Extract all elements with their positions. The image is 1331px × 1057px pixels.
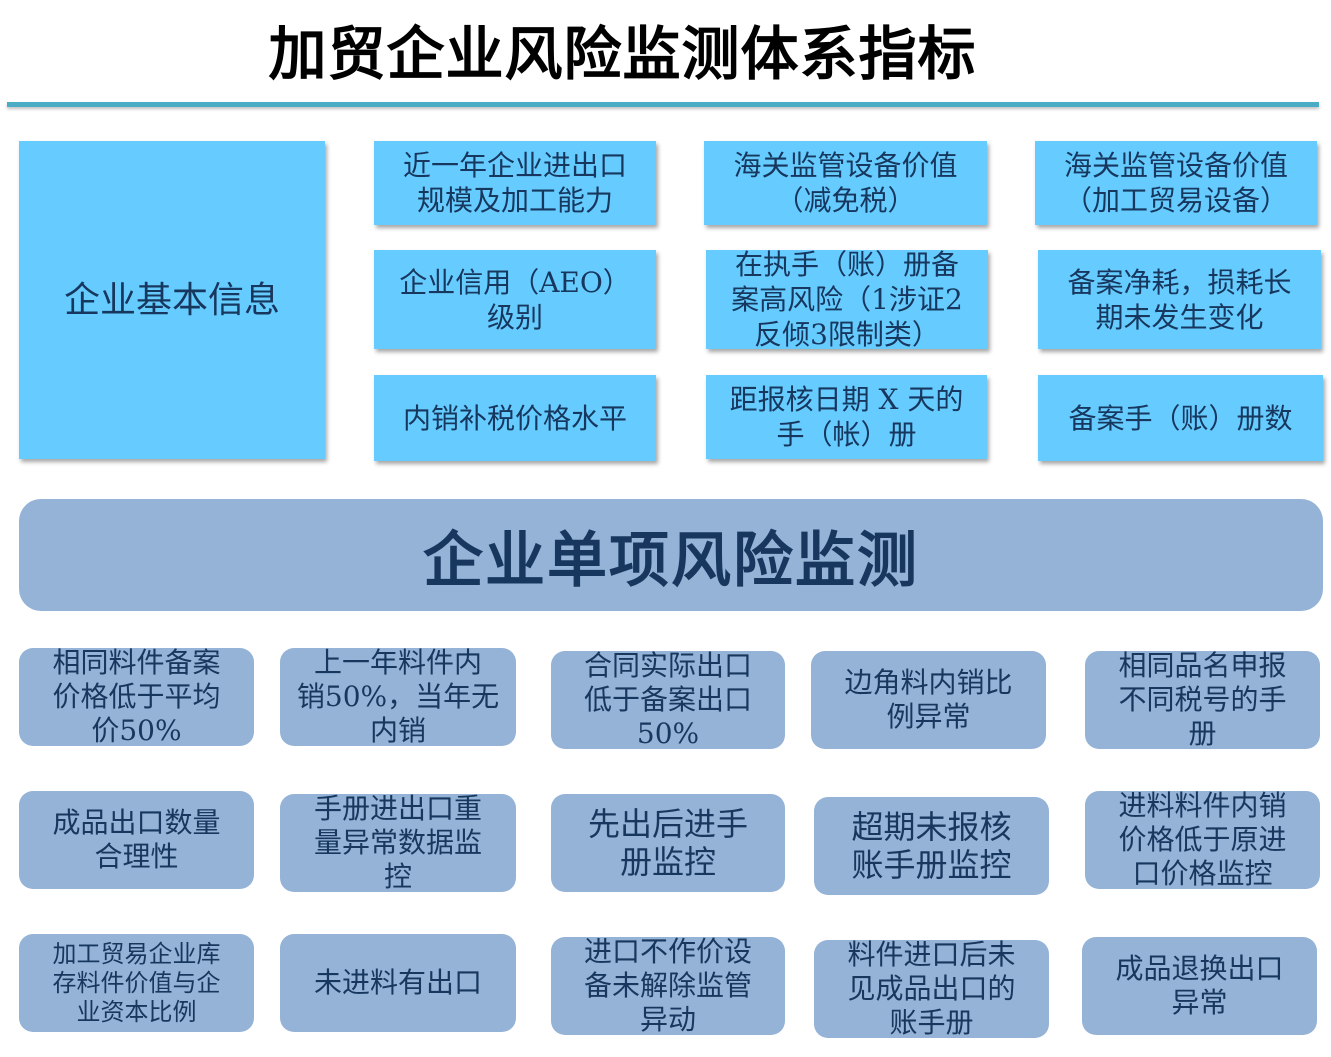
monitor-item: 成品退换出口 异常: [1082, 937, 1317, 1035]
basic-info-box: 企业基本信息: [19, 141, 325, 459]
indicator-box: 海关监管设备价值 （加工贸易设备）: [1035, 141, 1317, 225]
monitor-item: 上一年料件内 销50%，当年无 内销: [280, 646, 516, 747]
page-title: 加贸企业风险监测体系指标: [268, 20, 977, 88]
title-divider: [7, 102, 1319, 107]
risk-monitor-banner: 企业单项风险监测: [19, 499, 1323, 611]
indicator-box: 距报核日期 X 天的 手（帐）册: [706, 375, 987, 459]
monitor-item: 相同品名申报 不同税号的手 册: [1085, 649, 1320, 750]
indicator-box: 内销补税价格水平: [374, 375, 656, 461]
monitor-item: 超期未报核 账手册监控: [814, 797, 1049, 895]
monitor-item: 进口不作价设 备未解除监管 异动: [551, 935, 785, 1036]
indicator-box: 近一年企业进出口 规模及加工能力: [374, 141, 656, 225]
monitor-item: 料件进口后未 见成品出口的 账手册: [814, 938, 1049, 1039]
indicator-box: 备案手（账）册数: [1038, 375, 1323, 461]
indicator-box: 企业信用（AEO） 级别: [374, 250, 656, 349]
monitor-item: 边角料内销比 例异常: [811, 651, 1046, 749]
indicator-box: 海关监管设备价值 （减免税）: [704, 141, 987, 225]
monitor-item: 合同实际出口 低于备案出口 50%: [551, 649, 785, 750]
monitor-item: 手册进出口重 量异常数据监 控: [280, 792, 516, 893]
indicator-box: 在执手（账）册备 案高风险（1涉证2 反倾3限制类）: [706, 248, 988, 351]
monitor-item: 加工贸易企业库 存料件价值与企 业资本比例: [19, 934, 254, 1032]
monitor-item: 进料料件内销 价格低于原进 口价格监控: [1085, 789, 1320, 890]
monitor-item: 未进料有出口: [280, 934, 516, 1032]
indicator-box: 备案净耗，损耗长 期未发生变化: [1038, 250, 1321, 349]
monitor-item: 先出后进手 册监控: [551, 794, 785, 892]
monitor-item: 成品出口数量 合理性: [19, 791, 254, 889]
monitor-item: 相同料件备案 价格低于平均 价50%: [19, 646, 254, 747]
